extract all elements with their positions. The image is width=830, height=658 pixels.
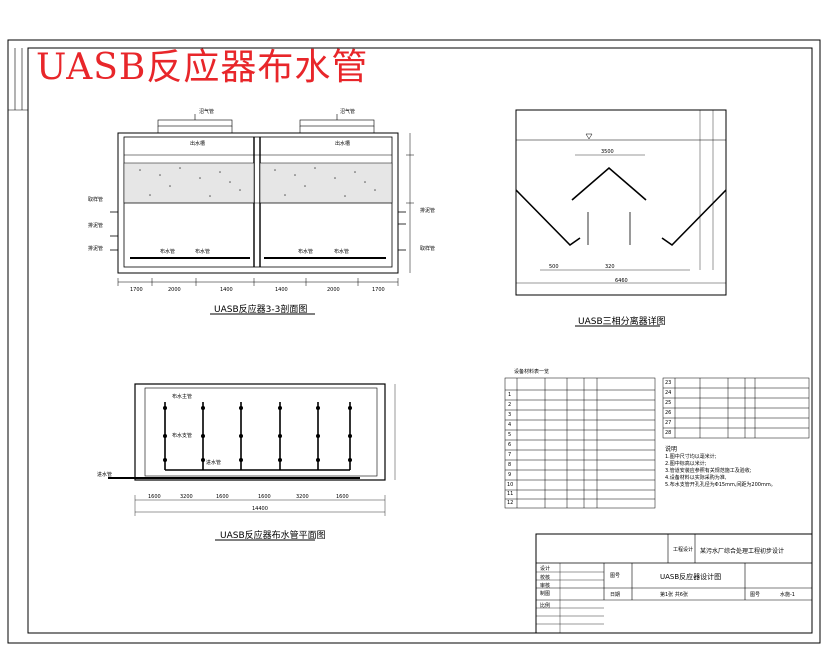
title-block-field: 校核: [540, 575, 551, 581]
sampling-label-right: 排泥管: [420, 208, 436, 214]
separator-dim-left: 500: [549, 264, 559, 270]
table-row-num: 7: [508, 452, 512, 458]
sludge-label-right: 取样管: [420, 246, 436, 252]
main-title: UASB反应器布水管: [36, 47, 369, 88]
table-row-num: 5: [508, 432, 512, 438]
drawing-frame: [27, 47, 813, 634]
plan-label-inlet: 进水管: [97, 472, 113, 478]
title-block-sheet: 第1张 共6张: [660, 592, 688, 598]
section-view: [110, 114, 414, 315]
section-dim-5: 2000: [327, 287, 340, 293]
table-row-num: 9: [508, 472, 512, 478]
plan-label-main: 布水主管: [172, 394, 193, 400]
plan-label-branch: 布水支管: [172, 433, 193, 439]
plan-dim-2: 3200: [180, 494, 193, 500]
title-block-field: 制图: [540, 591, 551, 597]
table-row-num: 8: [508, 462, 512, 468]
table-row-num: 23: [665, 380, 672, 386]
sludge2-label-left: 排泥管: [88, 246, 104, 252]
outlet-label-left: 出水槽: [190, 141, 206, 147]
plan-dim-1: 1600: [148, 494, 161, 500]
table-row-num: 11: [507, 491, 514, 497]
plan-label-header: 进水管: [206, 460, 222, 466]
separator-dim-overall: 6460: [615, 278, 628, 284]
separator-caption: UASB三相分离器详图: [578, 317, 666, 327]
inlet-label-right: 布水管: [298, 249, 314, 255]
table-row-num: 24: [665, 390, 672, 396]
title-block-field: 图号: [750, 592, 761, 598]
inlet-label-right2: 布水管: [334, 249, 350, 255]
table-row-num: 12: [507, 500, 514, 506]
note-2: 2.图中标高以米计;: [665, 461, 707, 467]
section-dim-3: 1400: [220, 287, 233, 293]
sheet-border: [7, 39, 821, 644]
table-row-num: 6: [508, 442, 512, 448]
gas-pipe-label-left: 沼气管: [199, 109, 215, 115]
title-block-field: 审核: [540, 583, 551, 589]
table-row-num: 25: [665, 400, 672, 406]
table-row-num: 2: [508, 402, 512, 408]
inlet-label-left: 布水管: [160, 249, 176, 255]
note-1: 1.图中尺寸均以毫米计;: [665, 454, 717, 460]
equipment-table-title: 设备材料表一览: [514, 369, 550, 375]
plan-view: [108, 383, 396, 541]
plan-dim-3: 1600: [216, 494, 229, 500]
title-block: [535, 533, 813, 634]
table-row-num: 10: [507, 482, 514, 488]
table-row-num: 28: [665, 430, 672, 436]
outlet-label-right: 出水槽: [335, 141, 351, 147]
table-row-num: 1: [508, 392, 512, 398]
title-block-drawing-name: UASB反应器设计图: [660, 573, 722, 581]
table-row-num: 4: [508, 422, 512, 428]
sludge-label-left: 排泥管: [88, 223, 104, 229]
section-dim-1: 1700: [130, 287, 143, 293]
separator-dim-mid: 320: [605, 264, 615, 270]
note-3: 3.管道安装应参照有关规范施工及验收;: [665, 468, 752, 474]
section-dim-2: 2000: [168, 287, 181, 293]
section-dim-4: 1400: [275, 287, 288, 293]
title-block-project: 某污水厂综合处理工程初步设计: [700, 548, 785, 555]
plan-dim-4: 1600: [258, 494, 271, 500]
sampling-label-left: 取样管: [88, 197, 104, 203]
title-block-school: 工程设计: [673, 547, 694, 553]
title-block-field: 设计: [540, 566, 551, 572]
plan-dim-6: 1600: [336, 494, 349, 500]
separator-dim-top: 3500: [601, 149, 614, 155]
separator-view: [515, 109, 727, 327]
notes-heading: 说明: [665, 446, 678, 453]
title-block-field: 图号: [610, 573, 621, 579]
plan-dim-5: 3200: [296, 494, 309, 500]
note-4: 4.设备材料以实际采购为准,: [665, 475, 727, 481]
title-block-field: 日期: [610, 592, 621, 598]
table-row-num: 3: [508, 412, 512, 418]
gas-pipe-label-right: 沼气管: [340, 109, 356, 115]
section-caption: UASB反应器3-3剖面图: [214, 305, 308, 315]
plan-dim-overall: 14400: [252, 506, 268, 512]
note-5: 5.布水支管开孔孔径为Φ15mm,间距为200mm。: [665, 482, 776, 488]
equipment-table: [504, 377, 810, 509]
title-block-number: 水施-1: [780, 592, 795, 598]
plan-caption: UASB反应器布水管平面图: [220, 531, 326, 541]
title-block-field: 比例: [540, 603, 551, 609]
table-row-num: 26: [665, 410, 672, 416]
inlet-label-mid: 布水管: [195, 249, 211, 255]
section-dim-6: 1700: [372, 287, 385, 293]
table-row-num: 27: [665, 420, 672, 426]
